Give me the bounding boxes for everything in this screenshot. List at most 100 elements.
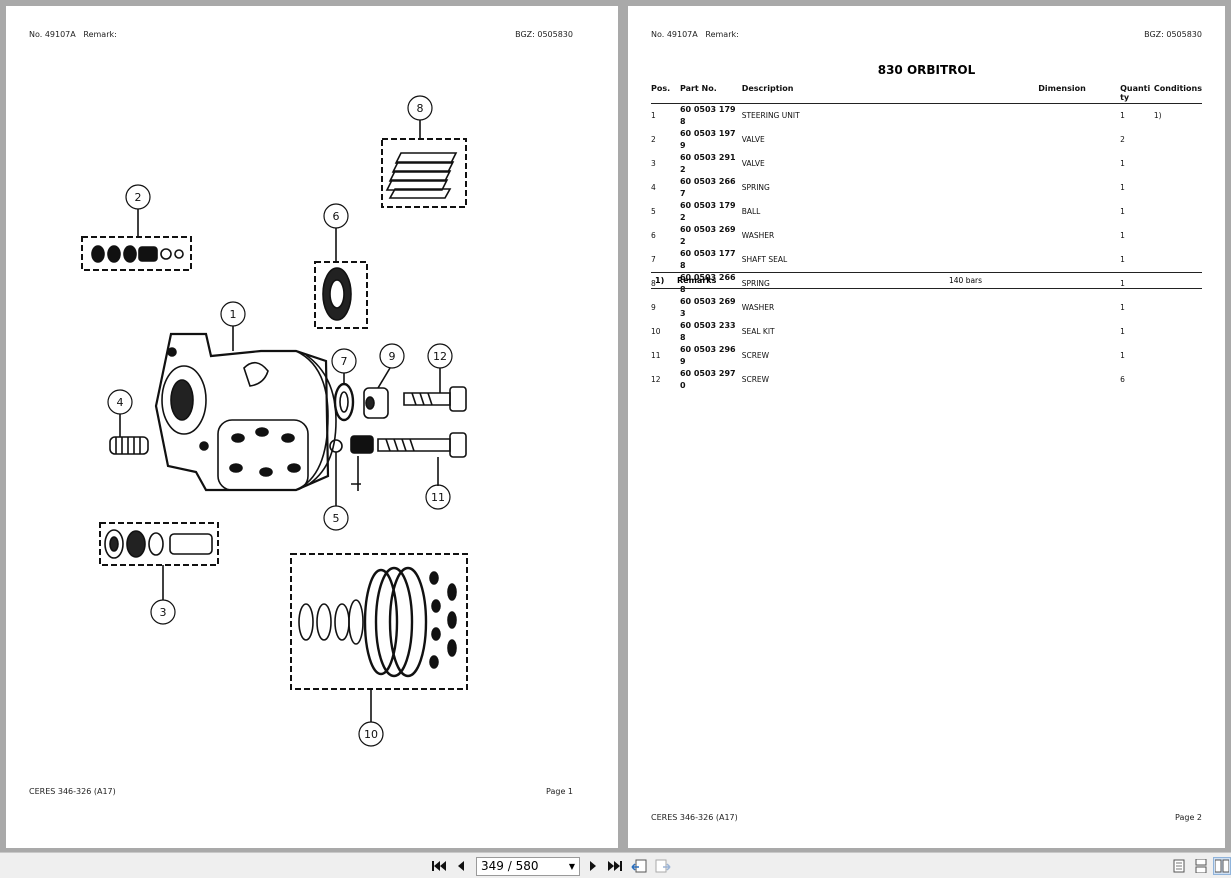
part-6-washer [314, 228, 368, 329]
cell-part-no: 60 0503 177 8 [679, 249, 736, 270]
cell-part-no: 60 0503 179 8 [679, 105, 736, 126]
next-page-button[interactable] [584, 857, 602, 875]
callout-7: 7 [341, 355, 348, 368]
cell-pos: 2 [651, 135, 656, 144]
exploded-parts-diagram: 8 2 6 1 7 9 12 4 11 5 3 10 [81, 95, 468, 747]
first-page-button[interactable] [430, 857, 448, 875]
page2-footer-right: Page 2 [1175, 813, 1202, 822]
cell-quantity: 1 [1120, 327, 1125, 336]
cell-pos: 6 [651, 231, 656, 240]
part-10-seal-kit [290, 553, 468, 722]
first-page-icon [432, 861, 446, 871]
cell-conditions [1154, 200, 1202, 224]
page2-header-right: BGZ: 0505830 [1144, 30, 1202, 39]
last-page-button[interactable] [606, 857, 624, 875]
cell-description: SPRING [741, 279, 770, 288]
part-4-spring [109, 414, 149, 455]
page1-header-right: BGZ: 0505830 [515, 30, 573, 39]
cell-pos: 10 [651, 327, 661, 336]
cell-dimension [1038, 152, 1120, 176]
cell-conditions [1154, 296, 1202, 320]
remark-number: 1) [655, 276, 665, 285]
cell-description: STEERING UNIT [741, 111, 800, 120]
cell-pos: 11 [651, 351, 661, 360]
cell-dimension [1038, 176, 1120, 200]
prev-page-button[interactable] [452, 857, 470, 875]
col-header-quantity: Quanti ty [1120, 84, 1154, 104]
cell-description: SPRING [741, 183, 770, 192]
part-5-ball [329, 435, 374, 506]
cell-conditions [1154, 344, 1202, 368]
remark-text: 140 bars [949, 276, 983, 285]
go-back-button[interactable] [630, 857, 648, 875]
callout-12: 12 [433, 350, 447, 363]
cell-part-no: 60 0503 233 8 [679, 321, 736, 342]
col-header-description: Description [741, 84, 1039, 104]
cell-dimension [1038, 296, 1120, 320]
cell-conditions [1154, 320, 1202, 344]
part-8-spring-stack [381, 120, 467, 208]
single-page-view-button[interactable] [1170, 857, 1188, 875]
page2-footer-left: CERES 346-326 (A17) [651, 813, 738, 822]
callout-6: 6 [333, 210, 340, 223]
cell-part-no: 60 0503 179 2 [679, 201, 736, 222]
cell-description: SCREW [741, 351, 770, 360]
continuous-view-icon [1195, 859, 1207, 873]
callout-9: 9 [389, 350, 396, 363]
callout-8: 8 [417, 102, 424, 115]
go-back-icon [631, 859, 647, 873]
continuous-view-button[interactable] [1192, 857, 1210, 875]
callout-5: 5 [333, 512, 340, 525]
cell-part-no: 60 0503 269 2 [679, 225, 736, 246]
cell-dimension [1038, 344, 1120, 368]
cell-dimension [1038, 368, 1120, 392]
cell-part-no: 60 0503 197 9 [679, 129, 736, 150]
cell-dimension [1038, 320, 1120, 344]
cell-conditions: 1) [1153, 111, 1162, 120]
page-indicator: 349 / 580 [481, 859, 539, 873]
page1-footer-right: Page 1 [546, 787, 573, 796]
cell-quantity: 1 [1120, 255, 1125, 264]
cell-dimension [1038, 200, 1120, 224]
page2-header-left: No. 49107A Remark: [651, 30, 739, 39]
cell-conditions [1154, 368, 1202, 392]
cell-conditions [1154, 248, 1202, 272]
cell-quantity: 1 [1120, 279, 1125, 288]
cell-pos: 8 [651, 279, 656, 288]
cell-quantity: 1 [1120, 111, 1125, 120]
cell-description: VALVE [741, 135, 765, 144]
parts-table: Pos. Part No. Description Dimension Quan… [651, 84, 1202, 392]
page1-footer-left: CERES 346-326 (A17) [29, 787, 116, 796]
cell-description: SCREW [741, 375, 770, 384]
col-header-dimension: Dimension [1038, 84, 1121, 104]
cell-part-no: 60 0503 291 2 [679, 153, 736, 174]
cell-description: VALVE [741, 159, 765, 168]
pdf-navigation-toolbar: 349 / 580 ▼ [0, 852, 1231, 878]
cell-description: WASHER [741, 303, 775, 312]
col-header-conditions: Conditions [1153, 84, 1202, 104]
cell-pos: 12 [651, 375, 661, 384]
cell-quantity: 1 [1120, 159, 1125, 168]
part-3-valve-group [99, 522, 219, 600]
cell-pos: 5 [651, 207, 656, 216]
document-page-1: No. 49107A Remark: BGZ: 0505830 [6, 6, 618, 848]
page-number-select[interactable]: 349 / 580 ▼ [476, 857, 580, 876]
col-header-pos: Pos. [651, 84, 680, 104]
next-page-icon [590, 861, 596, 871]
two-page-view-button[interactable] [1213, 857, 1231, 875]
callout-11: 11 [431, 491, 445, 504]
cell-conditions [1154, 176, 1202, 200]
go-forward-button[interactable] [654, 857, 672, 875]
single-page-view-icon [1173, 859, 1185, 873]
callout-10: 10 [364, 728, 378, 741]
